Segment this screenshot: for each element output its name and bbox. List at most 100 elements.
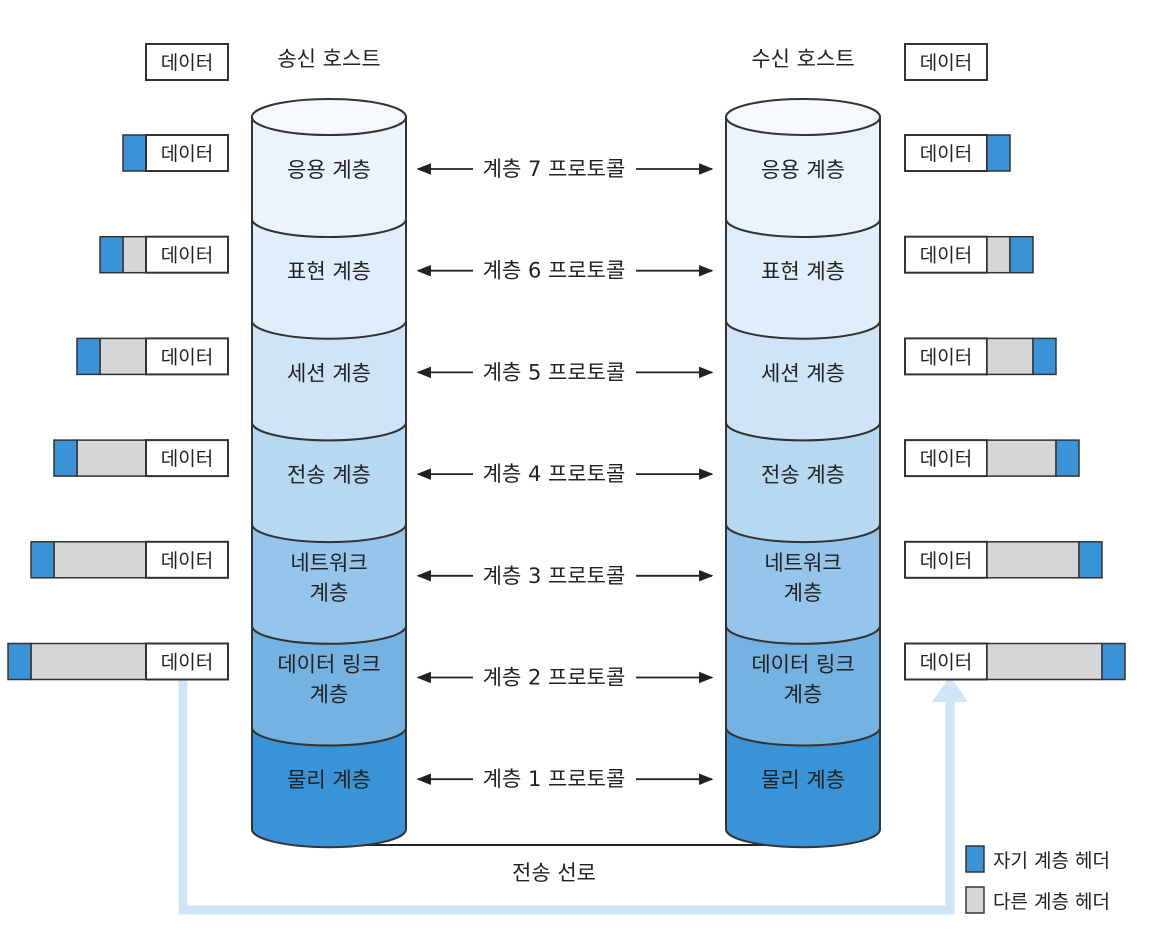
data-label: 데이터 bbox=[920, 346, 972, 368]
data-box bbox=[904, 540, 988, 579]
receiver-data-unit-3: 데이터 bbox=[904, 540, 1103, 579]
other-layer-header bbox=[986, 337, 1034, 376]
data-box bbox=[904, 235, 988, 274]
data-label: 데이터 bbox=[161, 550, 213, 572]
protocol-label: 계층 6 프로토콜 bbox=[483, 259, 626, 283]
data-label: 데이터 bbox=[920, 652, 972, 674]
sender-top-data-box: 데이터 bbox=[145, 43, 229, 81]
data-box bbox=[904, 439, 988, 478]
layer-name: 계층 bbox=[310, 683, 349, 707]
legend-own-label: 자기 계층 헤더 bbox=[993, 850, 1110, 872]
data-label: 데이터 bbox=[920, 245, 972, 267]
layer-name: 네트워크 bbox=[290, 551, 367, 575]
layer-name: 물리 계층 bbox=[761, 768, 845, 792]
sender-data-unit-6: 데이터 bbox=[99, 235, 229, 274]
layer-cylinder-top bbox=[251, 98, 407, 136]
data-box bbox=[904, 642, 988, 681]
data-label: 데이터 bbox=[161, 346, 213, 368]
layer-name: 물리 계층 bbox=[287, 768, 371, 792]
own-layer-header bbox=[53, 439, 78, 477]
protocol-label: 계층 2 프로토콜 bbox=[483, 666, 626, 690]
layer-cylinder-body bbox=[725, 319, 881, 442]
data-label: 데이터 bbox=[920, 448, 972, 470]
other-layer-header bbox=[99, 337, 147, 376]
own-layer-header bbox=[986, 134, 1011, 172]
other-layer-header bbox=[986, 235, 1011, 274]
layer-name: 전송 계층 bbox=[761, 463, 845, 487]
layer-cylinder-body bbox=[725, 624, 881, 747]
layer-cylinder-body bbox=[251, 421, 407, 544]
protocol-label: 계층 3 프로토콜 bbox=[483, 564, 626, 588]
receiver-data-unit-6: 데이터 bbox=[904, 235, 1034, 274]
data-label: 데이터 bbox=[161, 52, 213, 74]
receiver-data-unit-7: 데이터 bbox=[904, 134, 1011, 172]
sender-host-title: 송신 호스트 bbox=[277, 47, 380, 71]
other-layer-header bbox=[53, 541, 147, 579]
protocol-label: 계층 7 프로토콜 bbox=[483, 157, 626, 181]
layer-name: 전송 계층 bbox=[287, 463, 371, 487]
layer-name: 세션 계층 bbox=[287, 361, 371, 385]
data-box bbox=[145, 337, 229, 376]
sender-layer-7: 응용 계층 bbox=[251, 98, 407, 238]
legend: 자기 계층 헤더 다른 계층 헤더 bbox=[965, 845, 1110, 914]
data-box bbox=[145, 642, 229, 681]
sender-data-unit-3: 데이터 bbox=[30, 540, 229, 579]
other-layer-header bbox=[986, 541, 1080, 579]
layer-name: 계층 bbox=[784, 581, 823, 605]
data-label: 데이터 bbox=[161, 245, 213, 267]
other-header-swatch bbox=[965, 886, 985, 914]
data-box bbox=[904, 337, 988, 376]
own-layer-header bbox=[7, 642, 32, 681]
data-box bbox=[145, 540, 229, 579]
data-flow-arrow bbox=[178, 676, 968, 915]
other-layer-header bbox=[986, 642, 1103, 681]
layer-cylinder-body bbox=[251, 319, 407, 442]
legend-other-header: 다른 계층 헤더 bbox=[965, 886, 1110, 914]
own-layer-header bbox=[30, 541, 55, 579]
layer-cylinder-body bbox=[725, 522, 881, 645]
data-label: 데이터 bbox=[161, 652, 213, 674]
protocol-4: 계층 4 프로토콜 bbox=[416, 462, 714, 486]
protocol-5: 계층 5 프로토콜 bbox=[416, 360, 714, 384]
sender-data-unit-2: 데이터 bbox=[7, 642, 229, 681]
data-box bbox=[145, 134, 229, 172]
protocol-6: 계층 6 프로토콜 bbox=[416, 259, 714, 283]
own-layer-header bbox=[1101, 642, 1126, 681]
data-label: 데이터 bbox=[920, 52, 972, 74]
legend-other-label: 다른 계층 헤더 bbox=[993, 891, 1110, 913]
receiver-layer-7: 응용 계층 bbox=[725, 98, 881, 238]
protocol-label: 계층 1 프로토콜 bbox=[483, 767, 626, 791]
own-layer-header bbox=[99, 235, 124, 274]
data-box bbox=[145, 235, 229, 274]
layer-cylinder-body bbox=[725, 726, 881, 849]
layer-cylinder-body bbox=[725, 116, 881, 238]
protocol-label: 계층 4 프로토콜 bbox=[483, 462, 626, 486]
protocol-7: 계층 7 프로토콜 bbox=[416, 157, 714, 181]
layer-name: 표현 계층 bbox=[761, 260, 845, 284]
layer-name: 계층 bbox=[310, 581, 349, 605]
own-header-swatch bbox=[965, 845, 985, 873]
own-layer-header bbox=[76, 337, 101, 376]
own-layer-header bbox=[1032, 337, 1057, 376]
sender-data-unit-7: 데이터 bbox=[122, 134, 229, 172]
layer-cylinder-body bbox=[251, 624, 407, 747]
layer-name: 표현 계층 bbox=[287, 260, 371, 284]
sender-data-unit-5: 데이터 bbox=[76, 337, 229, 376]
other-layer-header bbox=[30, 642, 147, 681]
own-layer-header bbox=[122, 134, 147, 172]
receiver-data-unit-5: 데이터 bbox=[904, 337, 1057, 376]
other-layer-header bbox=[76, 439, 147, 477]
protocol-3: 계층 3 프로토콜 bbox=[416, 564, 714, 588]
data-box bbox=[145, 439, 229, 478]
layer-cylinder-body bbox=[725, 421, 881, 544]
layer-name: 데이터 링크 bbox=[751, 653, 854, 677]
layer-name: 데이터 링크 bbox=[277, 653, 380, 677]
layer-cylinder-body bbox=[251, 116, 407, 238]
receiver-data-unit-2: 데이터 bbox=[904, 642, 1126, 681]
